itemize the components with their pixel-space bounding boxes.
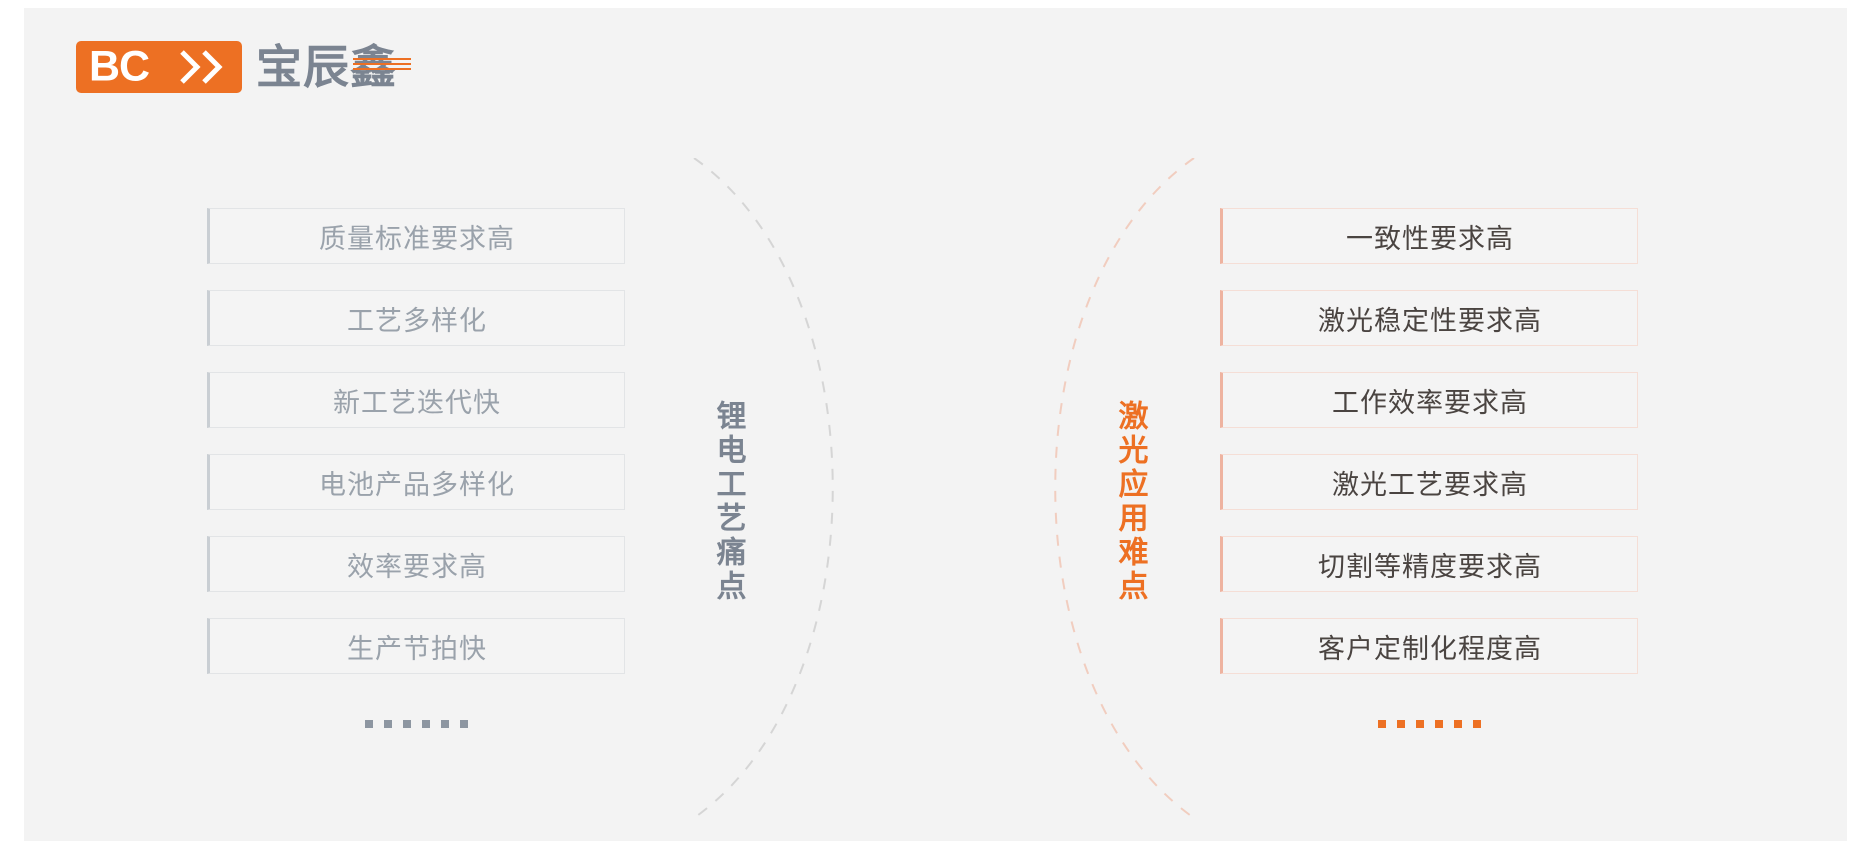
list-item[interactable]: 激光工艺要求高: [1220, 454, 1638, 510]
list-item[interactable]: 新工艺迭代快: [207, 372, 625, 428]
brand-logo-mark: BC: [76, 41, 242, 93]
list-item[interactable]: 激光稳定性要求高: [1220, 290, 1638, 346]
ellipsis-dot: [1396, 720, 1405, 728]
right-panel-items: 一致性要求高 激光稳定性要求高 工作效率要求高 激光工艺要求高 切割等精度要求高…: [1220, 208, 1638, 736]
ellipsis-dot: [1377, 720, 1386, 728]
left-panel-items: 质量标准要求高 工艺多样化 新工艺迭代快 电池产品多样化 效率要求高 生产节拍快: [207, 208, 625, 736]
right-panel-ellipsis: [1220, 712, 1638, 736]
ellipsis-dot: [1415, 720, 1424, 728]
list-item[interactable]: 客户定制化程度高: [1220, 618, 1638, 674]
list-item[interactable]: 切割等精度要求高: [1220, 536, 1638, 592]
brand-name-cn: 宝辰鑫: [256, 41, 411, 93]
double-chevron-icon-second: [202, 50, 224, 84]
left-panel-ellipsis: [207, 712, 625, 736]
left-panel-label: 锂电工艺痛点: [711, 400, 745, 604]
ellipsis-dot: [364, 720, 373, 728]
ellipsis-dot: [1472, 720, 1481, 728]
ellipsis-dot: [1434, 720, 1443, 728]
brand-name-cn-text: 宝辰鑫: [256, 41, 397, 93]
ellipsis-dot: [402, 720, 411, 728]
slide-canvas: BC 宝辰鑫: [24, 8, 1847, 841]
list-item[interactable]: 效率要求高: [207, 536, 625, 592]
ellipsis-dot: [440, 720, 449, 728]
ellipsis-dot: [421, 720, 430, 728]
list-item[interactable]: 工作效率要求高: [1220, 372, 1638, 428]
brand-logo: BC 宝辰鑫: [76, 36, 411, 98]
double-chevron-icon: [180, 50, 202, 84]
list-item[interactable]: 电池产品多样化: [207, 454, 625, 510]
list-item[interactable]: 一致性要求高: [1220, 208, 1638, 264]
list-item[interactable]: 生产节拍快: [207, 618, 625, 674]
ellipsis-dot: [459, 720, 468, 728]
brand-logo-bc-text: BC: [89, 42, 150, 91]
ellipsis-dot: [1453, 720, 1462, 728]
list-item[interactable]: 工艺多样化: [207, 290, 625, 346]
list-item[interactable]: 质量标准要求高: [207, 208, 625, 264]
ellipsis-dot: [383, 720, 392, 728]
right-panel-label: 激光应用难点: [1113, 400, 1147, 604]
